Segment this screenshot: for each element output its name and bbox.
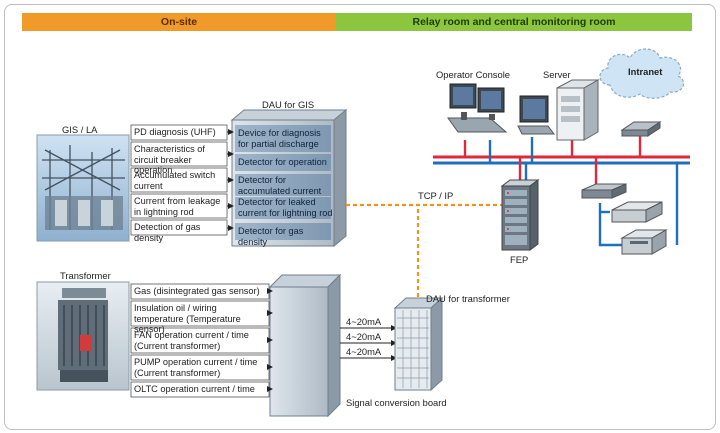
gis-input-leakage: Current from leakage in lightning rod bbox=[134, 196, 221, 217]
transformer-input-insulation: Insulation oil / wiring temperature (Tem… bbox=[134, 303, 241, 334]
gis-input-switch-current: Accumulated switch current bbox=[134, 170, 216, 191]
server-icon bbox=[517, 79, 600, 141]
transformer-input-gas: Gas (disintegrated gas sensor) bbox=[134, 286, 260, 296]
gis-input-pd: PD diagnosis (UHF) bbox=[134, 127, 216, 137]
dau-gis-box bbox=[230, 108, 348, 248]
operator-console-icon bbox=[447, 83, 508, 133]
printer-icon-2 bbox=[620, 229, 668, 255]
fep-label: FEP bbox=[510, 254, 529, 265]
network-switch-icon bbox=[581, 183, 627, 199]
dau-gis-cell-operation: Detector for operation bbox=[238, 157, 327, 167]
router-icon bbox=[620, 121, 662, 137]
signal-board-title: Signal conversion board bbox=[346, 397, 447, 408]
dau-gis-cell-leaked: Detector for leaked current for lightnin… bbox=[238, 197, 333, 218]
dau-transformer-rack bbox=[393, 296, 444, 392]
gis-photo bbox=[36, 134, 130, 242]
printer-icon-1 bbox=[611, 201, 663, 223]
gis-input-boxes bbox=[130, 124, 228, 236]
gis-input-breaker: Characteristics of circuit breaker opera… bbox=[134, 144, 205, 175]
transformer-input-boxes bbox=[130, 283, 270, 398]
network-bus bbox=[433, 135, 690, 247]
relay-room-header: Relay room and central monitoring room bbox=[336, 13, 692, 31]
onsite-header: On-site bbox=[22, 13, 336, 31]
link-label-1: 4~20mA bbox=[346, 316, 382, 327]
server-label: Server bbox=[543, 69, 571, 80]
transformer-input-fan: FAN operation current / time (Current tr… bbox=[134, 330, 249, 351]
intranet-cloud-icon bbox=[599, 48, 685, 99]
gis-title: GIS / LA bbox=[62, 124, 98, 135]
transformer-input-pump: PUMP operation current / time (Current t… bbox=[134, 357, 258, 378]
tcp-ip-links bbox=[346, 203, 502, 297]
transformer-photo bbox=[36, 281, 130, 391]
link-label-2: 4~20mA bbox=[346, 331, 382, 342]
transformer-title: Transformer bbox=[60, 270, 111, 281]
tcp-ip-label: TCP / IP bbox=[418, 190, 454, 201]
transformer-input-oltc: OLTC operation current / time bbox=[134, 384, 255, 394]
dau-gis-title: DAU for GIS bbox=[262, 99, 315, 110]
dau-gis-cell-gas: Detector for gas density bbox=[238, 226, 304, 247]
dau-gis-cell-accumulated: Detector for accumulated current bbox=[238, 175, 322, 196]
dau-gis-cell-pd: Device for diagnosis for partial dischar… bbox=[238, 128, 321, 149]
fep-rack-icon bbox=[500, 179, 540, 251]
operator-console-label: Operator Console bbox=[436, 69, 510, 80]
signal-conversion-board bbox=[268, 273, 342, 418]
intranet-label: Intranet bbox=[628, 66, 663, 77]
dau-transformer-title: DAU for transformer bbox=[426, 293, 510, 304]
link-label-3: 4~20mA bbox=[346, 346, 382, 357]
gis-input-gas-density: Detection of gas density bbox=[134, 222, 201, 243]
